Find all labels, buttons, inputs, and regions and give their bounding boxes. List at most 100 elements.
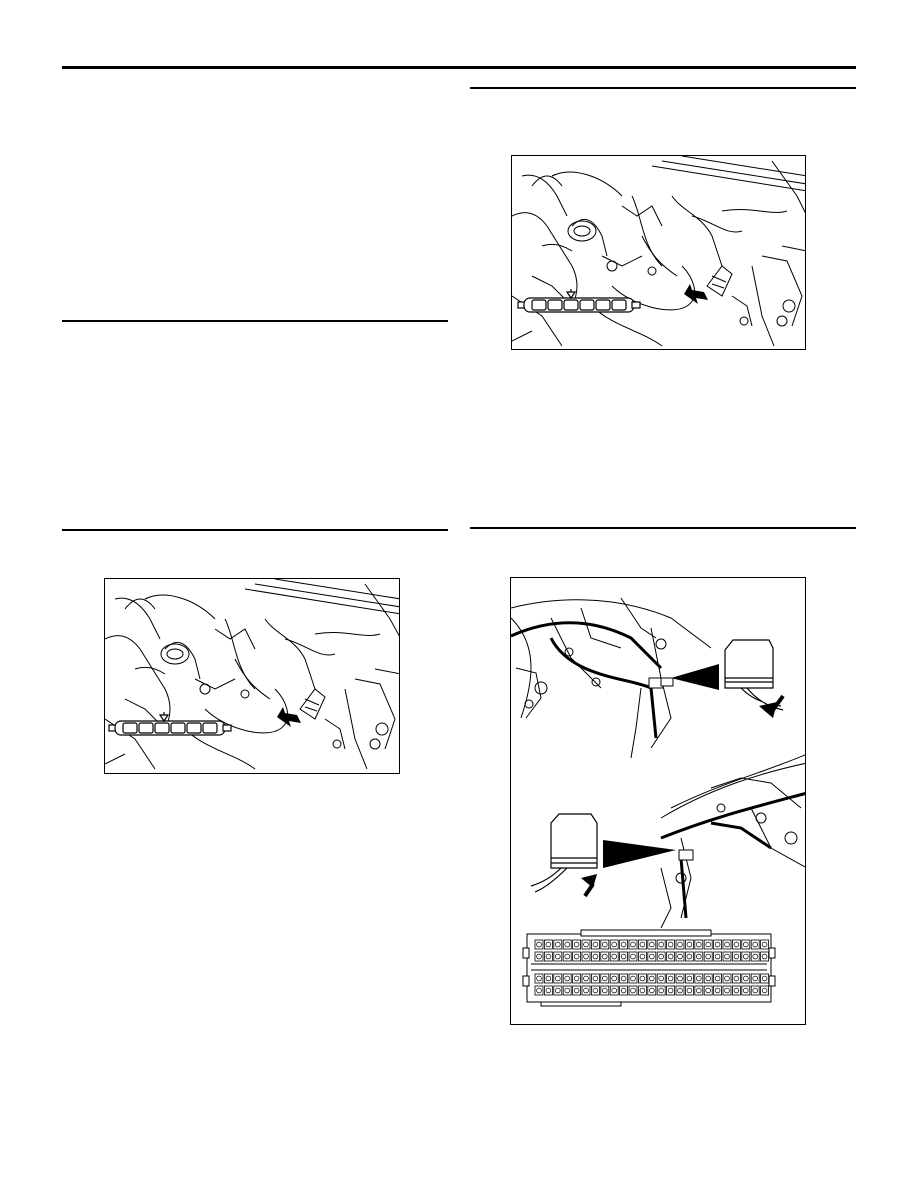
- section-rule-left-2: [62, 529, 448, 531]
- connector-pin-contact: [630, 953, 636, 960]
- connector-pin: [656, 951, 666, 962]
- connector-pin-contact: [705, 987, 711, 994]
- connector-pin: [572, 973, 581, 984]
- pointer-arrow: [759, 702, 777, 718]
- connector-pin: [619, 939, 628, 950]
- connector-pin-contact: [611, 953, 617, 960]
- connector-pin: [562, 939, 572, 950]
- connector-pin-contact: [743, 987, 749, 994]
- connector-pin-contact: [733, 953, 740, 960]
- connector-pin: [741, 973, 751, 984]
- connector-pin-contact: [545, 987, 552, 994]
- connector-pin: [731, 939, 741, 950]
- connector-pin: [544, 951, 553, 962]
- connector-pin-contact: [649, 987, 655, 994]
- connector-pin: [609, 939, 619, 950]
- connector-pin: [675, 951, 685, 962]
- connector-pin-contact: [611, 941, 617, 948]
- connector-pin: [741, 985, 751, 996]
- connector-pin-contact: [761, 941, 768, 948]
- connector-pin: [647, 973, 657, 984]
- connector-pin: [741, 951, 751, 962]
- connector-pin-contact: [555, 975, 561, 982]
- connector-pin-contact: [583, 941, 589, 948]
- connector-pin: [703, 985, 713, 996]
- connector-pin: [666, 939, 676, 950]
- connector-symbol: [108, 712, 232, 736]
- connector-pin-contact: [564, 975, 570, 982]
- connector-pin: [666, 973, 676, 984]
- connector-pin-contact: [555, 941, 561, 948]
- connector-pin-contact: [592, 941, 599, 948]
- connector-pin-contact: [602, 987, 608, 994]
- connector-pin-contact: [761, 987, 768, 994]
- connector-pin-contact: [564, 941, 570, 948]
- connector-pin-contact: [667, 941, 674, 948]
- connector-pin-contact: [686, 975, 693, 982]
- connector-pin-contact: [639, 953, 646, 960]
- pointer-arrow: [581, 874, 597, 888]
- connector-pin: [760, 951, 770, 962]
- connector-pin: [553, 985, 563, 996]
- section-rule-right-top: [470, 87, 856, 89]
- connector-pin: [722, 939, 732, 950]
- connector-pin-contact: [752, 941, 758, 948]
- connector-pin: [591, 985, 600, 996]
- connector-pin: [694, 951, 704, 962]
- connector-symbol: [517, 289, 641, 313]
- connector-pins: [534, 939, 770, 996]
- connector-pin-contact: [733, 975, 740, 982]
- connector-pin: [581, 973, 591, 984]
- connector-pin: [544, 985, 553, 996]
- connector-pin: [760, 939, 770, 950]
- connector-pin: [694, 939, 704, 950]
- connector-pin: [609, 951, 619, 962]
- connector-pin-contact: [743, 975, 749, 982]
- connector-pin: [600, 985, 610, 996]
- connector-pin-contact: [752, 953, 758, 960]
- connector-pin-contact: [620, 975, 627, 982]
- pointer-arrow: [277, 707, 301, 727]
- connector-pin: [647, 939, 657, 950]
- connector-pin: [591, 939, 600, 950]
- connector-pin-contact: [573, 987, 580, 994]
- connector-pin: [694, 973, 704, 984]
- connector-pin-contact: [724, 953, 730, 960]
- connector-pin: [562, 973, 572, 984]
- engine-illustration: [105, 579, 399, 770]
- connector-pin-contact: [667, 987, 674, 994]
- connector-pin-contact: [611, 987, 617, 994]
- connector-pin: [684, 939, 694, 950]
- connector-pin: [647, 985, 657, 996]
- projection-beam: [671, 664, 719, 690]
- connector-pin-contact: [536, 987, 542, 994]
- connector-pin-contact: [724, 975, 730, 982]
- connector-pin-contact: [714, 987, 721, 994]
- connector-pin-contact: [705, 975, 711, 982]
- connector-pin-contact: [592, 953, 599, 960]
- connector-pin: [628, 951, 638, 962]
- connector-pin: [713, 973, 723, 984]
- connector-pin-contact: [620, 941, 627, 948]
- connector-pin-contact: [602, 975, 608, 982]
- connector-pin: [553, 951, 563, 962]
- engine-illustration: [512, 156, 805, 347]
- connector-pin: [609, 973, 619, 984]
- connector-pin: [572, 951, 581, 962]
- connector-pin: [600, 951, 610, 962]
- header-rule: [62, 66, 856, 69]
- connector-pin: [750, 985, 760, 996]
- connector-pin-contact: [564, 987, 570, 994]
- connector-pin-contact: [677, 987, 683, 994]
- connector-pin-contact: [658, 953, 664, 960]
- ecu-connector-figure: [510, 577, 806, 1025]
- connector-pin-contact: [686, 987, 693, 994]
- connector-pin: [760, 985, 770, 996]
- connector-pin-contact: [536, 941, 542, 948]
- connector-pin: [703, 973, 713, 984]
- connector-pin: [591, 973, 600, 984]
- connector-pin-contact: [667, 953, 674, 960]
- connector-pin-contact: [583, 953, 589, 960]
- connector-pin: [684, 985, 694, 996]
- connector-block-lower: [530, 813, 598, 893]
